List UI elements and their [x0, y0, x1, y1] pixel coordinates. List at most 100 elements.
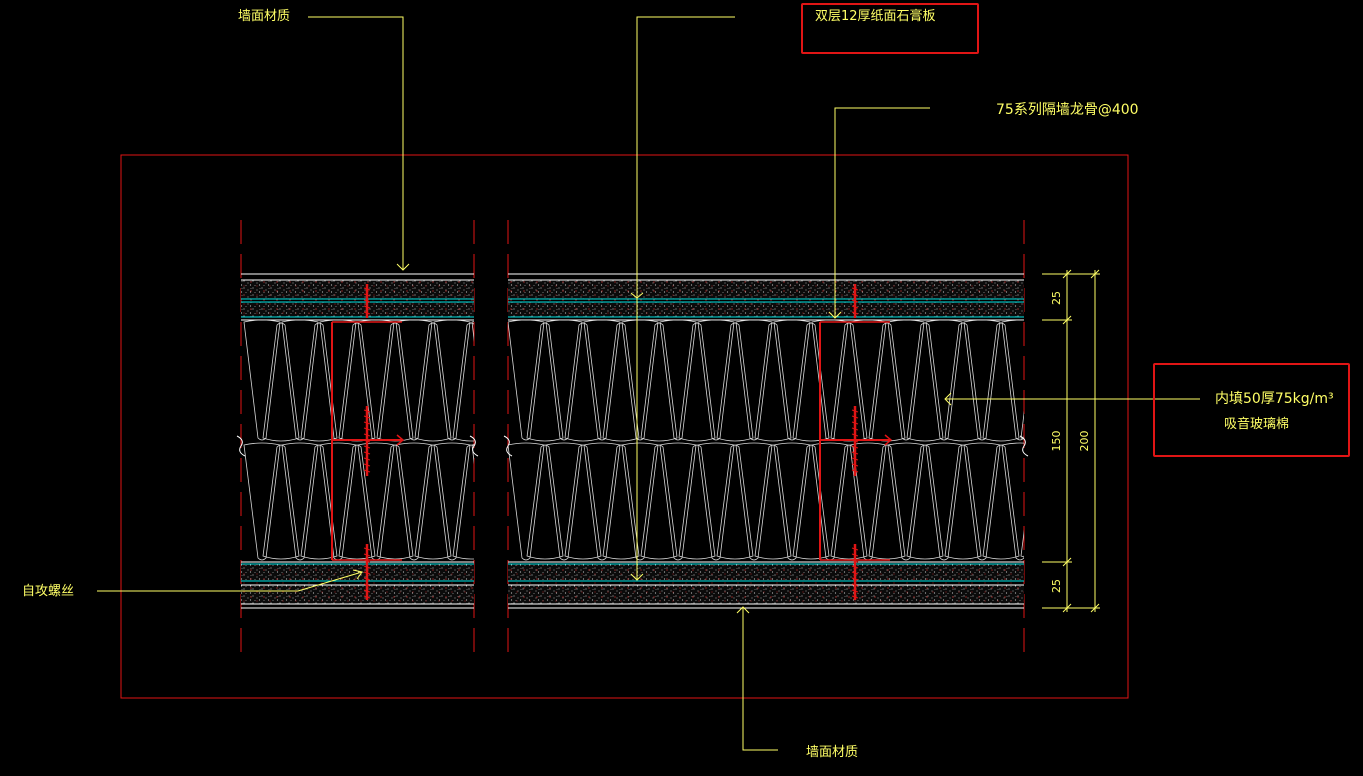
bolt-thread [851, 463, 859, 467]
insulation-loop-upper [659, 320, 697, 441]
bolt-thread [851, 469, 859, 473]
insulation-loop-upper [545, 320, 583, 441]
insulation-loop-upper-inv [300, 322, 338, 442]
screw-thread [851, 553, 859, 557]
insulation-loop-lower [357, 442, 395, 561]
insulation-loop-upper [243, 320, 281, 441]
insulation-loop-lower [659, 442, 697, 561]
bolt-thread [363, 451, 371, 455]
insulation-loop-lower [887, 442, 925, 561]
insulation-loop-upper [1040, 320, 1076, 440]
dimension-lines [1042, 269, 1100, 613]
insulation-loop-upper [319, 320, 357, 441]
break-symbol [1019, 435, 1029, 457]
screw-thread [363, 589, 371, 593]
screw-thread [851, 287, 859, 291]
insulation-loop-lower-inv [526, 444, 564, 560]
bolt-thread [363, 409, 371, 413]
insulation-loop-lower-inv [1020, 529, 1024, 558]
insulation-loop-upper-inv [830, 322, 868, 442]
leader-gypsum-board [636, 16, 735, 580]
insulation-loop-lower [773, 442, 811, 561]
insulation-loop-upper [395, 320, 433, 441]
screw-thread [851, 583, 859, 587]
bolt-thread [363, 439, 371, 443]
insulation-loop-upper [963, 320, 1001, 441]
screw-thread [363, 311, 371, 315]
bolt-thread [363, 427, 371, 431]
insulation-loop-lower-inv [338, 444, 376, 560]
insulation-loop-upper-inv [640, 322, 678, 442]
break-symbol [236, 435, 246, 457]
insulation-loop-upper [621, 320, 659, 441]
insulation-loop-lower-inv [868, 444, 906, 560]
leader-stud [834, 107, 930, 318]
insulation-loop-lower [433, 442, 471, 561]
bolt-thread [851, 457, 859, 461]
insulation-loop-lower-inv [262, 444, 300, 560]
dim-bottom-board: 25 [1050, 579, 1063, 593]
insulation-loop-lower-inv [452, 444, 474, 560]
insulation-loop-upper-inv [1059, 323, 1095, 441]
insulation-loop-lower [735, 442, 773, 561]
insulation-loop-upper-inv [944, 322, 982, 442]
stud-arrow [396, 434, 405, 446]
insulation-loop-upper [471, 321, 474, 342]
insulation-loop-upper-inv [906, 322, 944, 442]
screw-thread [363, 293, 371, 297]
screw-thread [851, 565, 859, 569]
screw-thread [851, 571, 859, 575]
insulation-loop-lower [243, 442, 281, 561]
insulation-loop-upper [735, 320, 773, 441]
insulation-loop-lower-inv [602, 444, 640, 560]
insulation-loop-lower-inv [678, 444, 716, 560]
insulation-loop-upper [357, 320, 395, 441]
insulation-loop-upper-inv [868, 322, 906, 442]
screw-thread [851, 589, 859, 593]
screw-thread [851, 577, 859, 581]
insulation-loop-upper [811, 320, 849, 441]
insulation-loop-upper-inv [452, 322, 474, 442]
insulation-loop-lower [545, 442, 583, 561]
insulation-loop-upper-inv [602, 322, 640, 442]
bolt-thread [851, 451, 859, 455]
insulation-loop-lower [1001, 442, 1024, 561]
board-bottom-speckle [508, 564, 1024, 604]
insulation-loop-lower [925, 442, 963, 561]
insulation-loop-upper-inv [982, 322, 1020, 442]
insulation-loop-upper-inv [262, 322, 300, 442]
insulation-loop-upper [887, 320, 925, 441]
label-infill-line1: 内填50厚75kg/m³ [1215, 391, 1334, 407]
insulation-loop-upper-inv [716, 322, 754, 442]
insulation-loop-lower-inv [982, 444, 1020, 560]
label-wall-material-top: 墙面材质 [238, 9, 291, 24]
glass-wool-insulation-left [243, 320, 474, 561]
label-stud: 75系列隔墙龙骨@400 [996, 102, 1139, 118]
bolt-thread [363, 433, 371, 437]
screw-thread [363, 565, 371, 569]
bolt-thread [363, 469, 371, 473]
bolt-thread [851, 427, 859, 431]
break-symbols [236, 435, 1029, 457]
screw-thread [363, 553, 371, 557]
screw-thread [851, 311, 859, 315]
screw-thread [851, 595, 859, 599]
stud-arrow [884, 434, 893, 446]
glass-wool-insulation-right [508, 320, 1095, 561]
insulation-loop-upper-inv [376, 322, 414, 442]
insulation-loop-lower [281, 442, 319, 561]
bolt-thread [851, 421, 859, 425]
dim-total: 200 [1078, 431, 1091, 452]
insulation-loop-upper-inv [564, 322, 602, 442]
insulation-loop-upper [697, 320, 735, 441]
screw-thread [363, 287, 371, 291]
insulation-loop-upper-inv [792, 322, 830, 442]
dim-core: 150 [1050, 431, 1063, 452]
screw-thread [363, 577, 371, 581]
screw-thread [851, 293, 859, 297]
insulation-loop-lower [1040, 443, 1076, 560]
label-wall-material-bottom: 墙面材质 [806, 745, 859, 760]
bolt-thread [363, 415, 371, 419]
insulation-loop-lower-inv [716, 444, 754, 560]
